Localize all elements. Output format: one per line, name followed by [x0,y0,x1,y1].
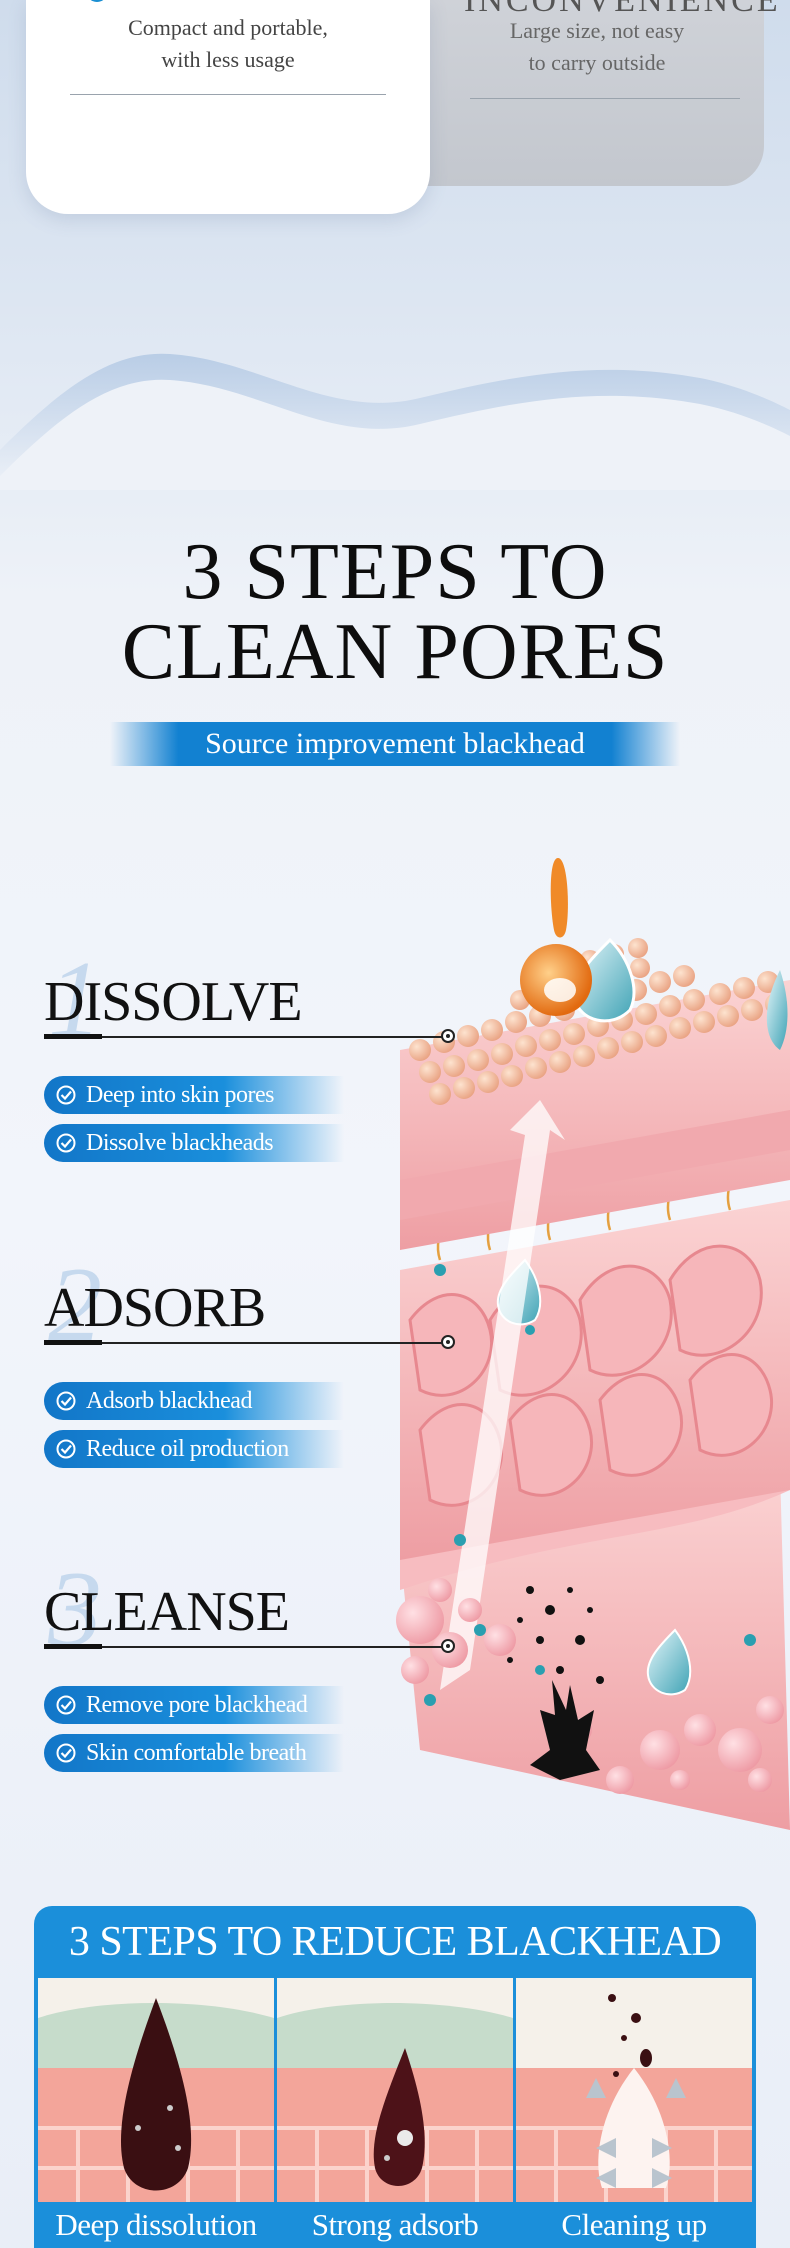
target-dot-icon [441,1029,455,1043]
step-adsorb: 2 ADSORB Adsorb blackhead Reduce oil pro… [44,1252,464,1576]
target-dot-icon [441,1335,455,1349]
step-divider [44,1646,448,1648]
step-divider-accent [44,1340,102,1345]
step-title: ADSORB [44,1277,266,1339]
check-circle-icon [56,1439,76,1459]
step-dissolve: 1 DISSOLVE Deep into skin pores Dissolve… [44,946,464,1270]
step-divider [44,1036,448,1038]
panel-title: 3 STEPS TO REDUCE BLACKHEAD [68,1919,722,1965]
thumb-cleaning-up: Cleaning up [516,1978,752,2248]
divider [70,94,386,95]
skin-layers-illustration [396,858,790,1830]
reduce-blackhead-panel: 3 STEPS TO REDUCE BLACKHEAD Deep dissolu… [34,1906,756,2248]
comparison-text-portable: Compact and portable, with less usage [128,15,328,72]
check-circle-icon [56,1743,76,1763]
comparison-card-portable: Compact and portable, with less usage [26,0,430,214]
comparison-card-inconvenient: INCONVENIENCE Large size, not easy to ca… [390,0,778,186]
step-divider [44,1342,448,1344]
thumb-strong-adsorb: Strong adsorb [277,1978,513,2248]
step-point: Reduce oil production [44,1430,344,1468]
step-divider-accent [44,1034,102,1039]
step-title: DISSOLVE [44,971,303,1033]
comparison-title-inconvenient: INCONVENIENCE [464,0,781,19]
check-badge-icon [86,0,108,2]
step-point: Adsorb blackhead [44,1382,344,1420]
step-title: CLEANSE [44,1581,290,1643]
subtitle-banner: Source improvement blackhead [110,722,680,766]
step-point: Remove pore blackhead [44,1686,344,1724]
step-divider-accent [44,1644,102,1649]
check-circle-icon [56,1085,76,1105]
thumb-label: Deep dissolution [38,2202,274,2248]
thumb-label: Strong adsorb [277,2202,513,2248]
decorative-wave [0,353,790,490]
step-point: Deep into skin pores [44,1076,344,1114]
thumb-deep-dissolution: Deep dissolution [38,1978,274,2248]
step-point: Dissolve blackheads [44,1124,344,1162]
check-circle-icon [56,1695,76,1715]
comparison-text-inconvenient: Large size, not easy to carry outside [509,18,685,75]
divider [470,98,740,99]
target-dot-icon [441,1639,455,1653]
check-circle-icon [56,1133,76,1153]
page-title: 3 STEPS TO CLEAN PORES [121,528,669,696]
step-point: Skin comfortable breath [44,1734,344,1772]
thumb-label: Cleaning up [516,2202,752,2248]
check-circle-icon [56,1391,76,1411]
step-cleanse: 3 CLEANSE Remove pore blackhead Skin com… [44,1556,464,1880]
